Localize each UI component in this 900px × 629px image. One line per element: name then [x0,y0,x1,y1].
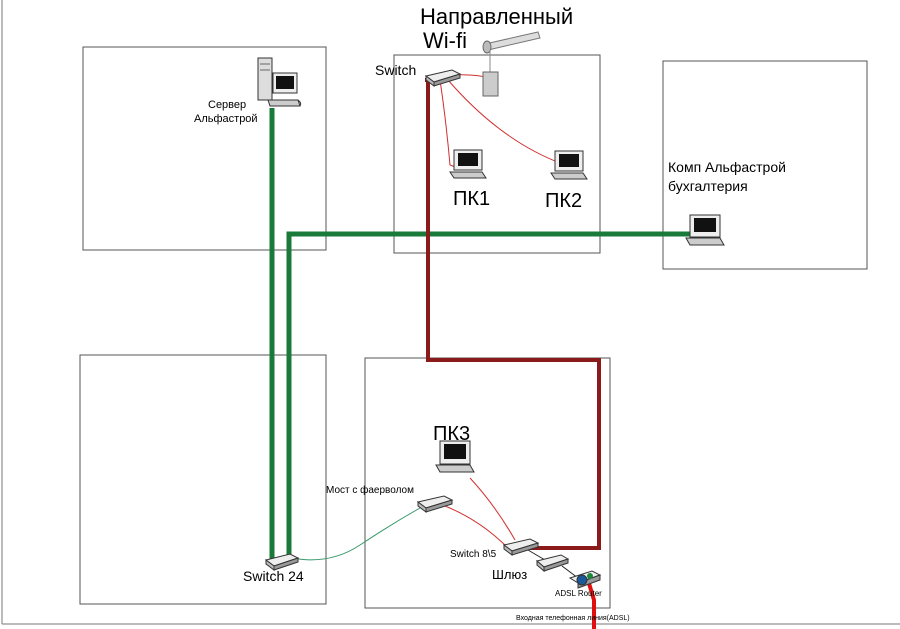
server-label-line1: Сервер [208,99,246,111]
green-cables [269,108,690,560]
switch-top-label: Switch [375,62,416,78]
bridge-label: Мост с фаерволом [326,484,414,496]
pc3-label: ПК3 [433,423,470,445]
server-computer-icon [257,57,302,107]
antenna-cap [482,40,492,54]
pc1-label: ПК1 [453,188,490,210]
gateway-icon [535,554,570,573]
switch-24-icon [264,553,300,571]
gateway-label: Шлюз [492,567,527,582]
cable-switch-pc1 [439,79,459,169]
cable-pc3-switch85 [469,477,516,541]
switch-24-label: Switch 24 [243,568,304,584]
accounting-pc-icon [685,214,725,246]
green-cable-accounting [286,231,690,560]
adsl-router-label: ADSL Router [555,589,602,598]
switch-85-label: Switch 8\5 [450,549,497,560]
cable-switch85-gateway [527,549,546,561]
room-switch24 [79,354,327,605]
wifi-label-line2: Wi-fi [423,28,467,53]
pc2-label: ПК2 [545,190,582,212]
dark-red-cable [425,78,601,550]
wifi-label-line1: Направленный [420,4,573,29]
bridge-firewall-icon [416,495,454,513]
cable-bridge-switch85 [444,505,509,549]
phone-line-label: Входная телефонная линия(ADSL) [516,615,630,622]
cable-switch24-bridge [291,507,421,561]
cable-switch-pc2 [447,79,561,164]
pc1-icon [449,149,487,179]
room-gateway [364,357,611,609]
wifi-access-point [482,71,499,97]
switch-85-icon [502,538,540,556]
antenna-body [484,31,541,51]
wifi-antenna [482,31,541,97]
adsl-line [586,579,596,629]
accounting-label-line2: бухгалтерия [668,178,748,194]
pc3-icon [435,440,475,473]
accounting-label-line1: Комп Альфастрой [668,159,786,175]
room-server [82,46,327,251]
room-switch [393,54,601,254]
adsl-router-icon [568,570,602,589]
switch-top-icon [424,69,462,87]
thin-red-cables [439,74,561,549]
server-label-line2: Альфастрой [194,113,258,125]
room-accounting [662,60,868,270]
pc2-icon [550,150,588,180]
